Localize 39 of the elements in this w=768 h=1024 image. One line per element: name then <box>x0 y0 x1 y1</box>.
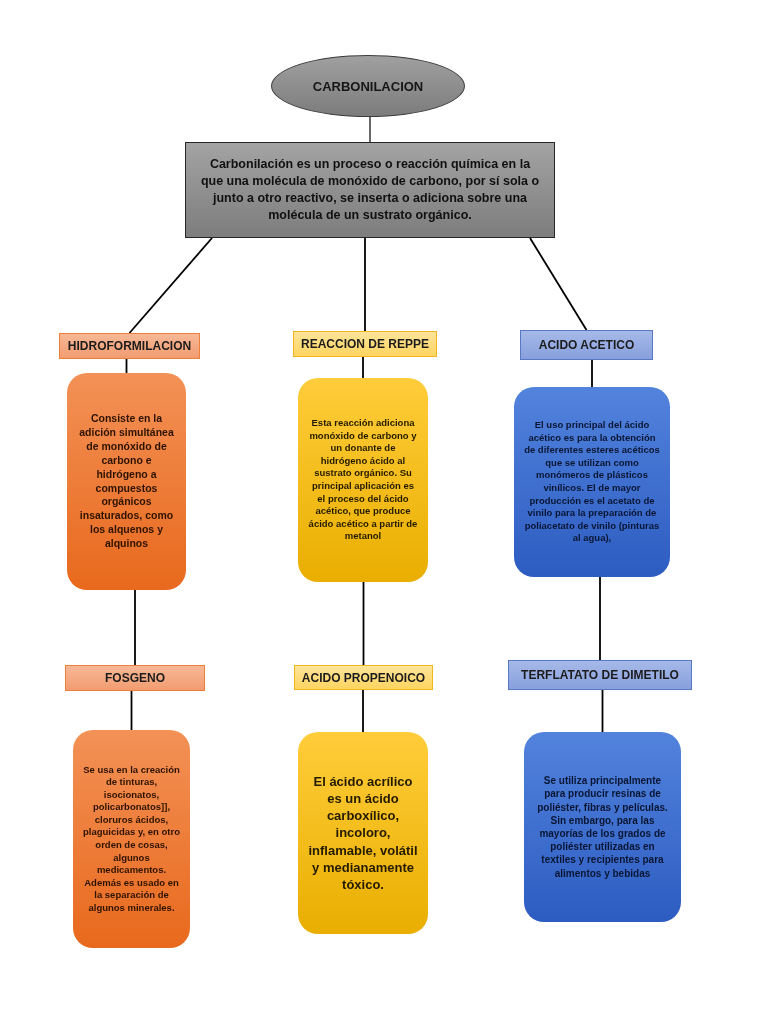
description-card <box>73 730 190 948</box>
connector-line <box>128 237 213 334</box>
description-text: Esta reacción adiciona monóxido de carbono y un donante de hidrógeno ácido al sustrato orgánico. Su principal aplicación es el proceso del ácido acético, que produce ácido acético a partir de metanol <box>307 417 419 543</box>
description-text: Se usa en la creación de tinturas, isocionatos, policarbonatos]], cloruros ácidos, plaguicidas y, en otro orden de cosas, algunos medicamentos. Además es usado en la separación de algunos minerales. <box>82 763 181 915</box>
category-title: ACIDO ACETICO <box>538 338 635 352</box>
category-title: FOSGENO <box>105 671 165 685</box>
description-card <box>298 378 428 582</box>
description-text: El ácido acrílico es un ácido carboxílico, incoloro, inflamable, volátil y medianamente tóxico. <box>307 772 419 894</box>
category-header <box>508 660 692 690</box>
category-title: HIDROFORMILACION <box>67 339 192 353</box>
category-title: TERFLATATO DE DIMETILO <box>521 668 679 682</box>
description-text: Se utiliza principalmente para producir resinas de poliéster, fibras y películas. Sin embargo, para las mayorías de los grados de poliéster utilizadas en textiles y recipientes para alimentos y bebidas <box>536 774 669 880</box>
category-header <box>294 665 433 690</box>
connector-line <box>599 576 601 661</box>
connector-line <box>601 689 604 733</box>
description-card <box>298 732 428 934</box>
connector-line <box>369 116 371 143</box>
definition-box <box>185 142 555 238</box>
category-header <box>293 331 437 357</box>
connector-line <box>134 589 136 666</box>
connector-line <box>362 581 365 666</box>
category-title: ACIDO PROPENOICO <box>301 670 426 685</box>
description-card <box>524 732 681 922</box>
connector-line <box>130 690 133 731</box>
category-header <box>65 665 205 691</box>
description-card <box>67 373 186 590</box>
connector-line <box>362 356 364 379</box>
connector-line <box>529 237 588 331</box>
definition-text: Carbonilación es un proceso o reacción química en la que una molécula de monóxido de carbono, por sí sola o junto a otro reactivo, se inserta o adiciona sobre una molécula de un sustrato orgánico. <box>199 155 541 225</box>
connector-line <box>364 237 366 332</box>
category-header <box>59 333 200 359</box>
description-text: El uso principal del ácido acético es para la obtención de diferentes esteres acéticos que se utilizan como monómeros de plásticos vinílicos. El de mayor producción es el acetato de vinilo para la preparación de poliacetato de vinilo (pinturas al agua), <box>523 419 661 545</box>
connector-line <box>362 689 364 733</box>
connector-line <box>591 359 593 388</box>
description-card <box>514 387 670 577</box>
topic-title: CARBONILACION <box>312 78 424 94</box>
category-header <box>520 330 653 360</box>
category-title: REACCION DE REPPE <box>301 337 429 351</box>
description-text: Consiste en la adición simultánea de monóxido de carbono e hidrógeno a compuestos orgánicos insaturados, como los alquenos y alquinos <box>78 412 175 551</box>
